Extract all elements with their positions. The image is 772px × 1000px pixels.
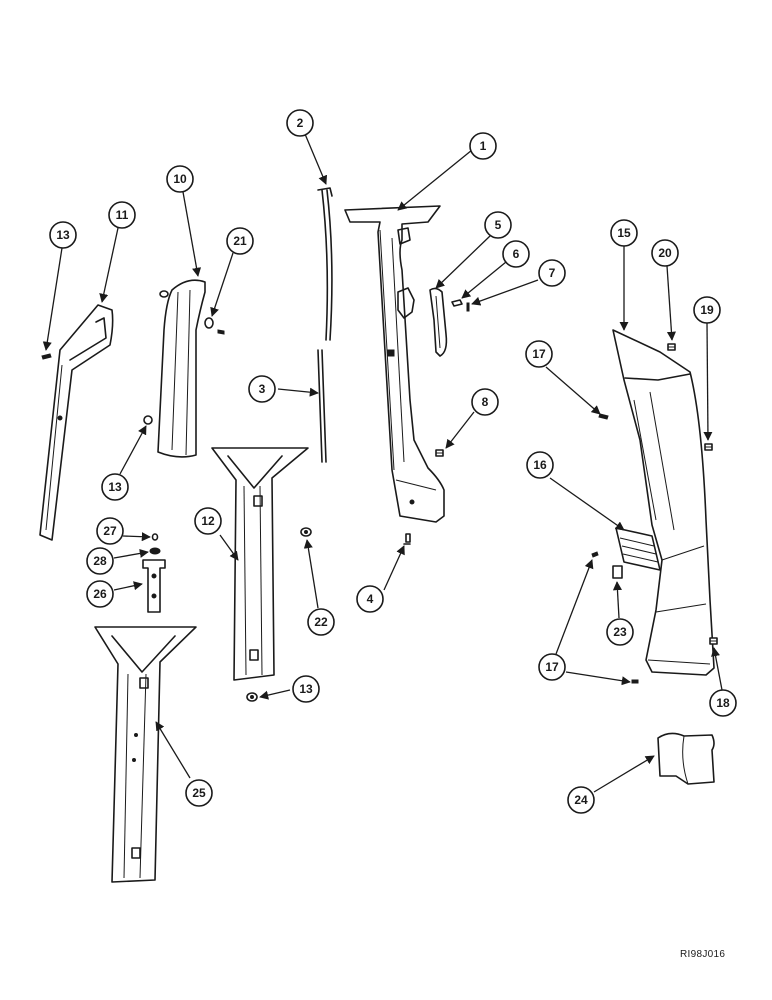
- svg-text:13: 13: [56, 228, 70, 242]
- part-6-screw: [451, 299, 463, 307]
- callout-23: 23: [606, 618, 634, 646]
- svg-text:20: 20: [658, 246, 672, 260]
- part-22-clip: [300, 527, 312, 537]
- part-24-foam-block: [657, 732, 715, 785]
- callout-27: 27: [96, 517, 124, 545]
- callout-13-a: 13: [49, 221, 77, 249]
- part-17-screw-lower: [591, 551, 639, 684]
- leader-lines: [42, 133, 723, 793]
- svg-text:24: 24: [574, 793, 588, 807]
- callout-28: 28: [86, 547, 114, 575]
- callout-21: 21: [226, 227, 254, 255]
- callout-10: 10: [166, 165, 194, 193]
- callout-8: 8: [471, 388, 499, 416]
- svg-text:7: 7: [549, 266, 556, 280]
- svg-text:12: 12: [201, 514, 215, 528]
- callout-17-a: 17: [525, 340, 553, 368]
- part-13-screw: [41, 353, 52, 360]
- svg-text:25: 25: [192, 786, 206, 800]
- callout-24: 24: [567, 786, 595, 814]
- callout-1: 1: [469, 132, 497, 160]
- svg-text:17: 17: [532, 347, 546, 361]
- part-12-pillar-trim: [211, 447, 309, 681]
- svg-text:27: 27: [103, 524, 117, 538]
- part-5-handle: [429, 287, 448, 357]
- callout-3: 3: [248, 375, 276, 403]
- svg-text:13: 13: [108, 480, 122, 494]
- svg-text:3: 3: [259, 382, 266, 396]
- callout-15: 15: [610, 219, 638, 247]
- svg-text:10: 10: [173, 172, 187, 186]
- part-8-clip: [435, 449, 444, 457]
- part-2-strip: [317, 187, 333, 341]
- svg-text:5: 5: [495, 218, 502, 232]
- part-21-clip: [204, 317, 225, 335]
- callout-17-b: 17: [538, 653, 566, 681]
- part-11-pillar-trim: [39, 304, 114, 541]
- svg-text:8: 8: [482, 395, 489, 409]
- svg-text:15: 15: [617, 226, 631, 240]
- svg-text:6: 6: [513, 247, 520, 261]
- callout-5: 5: [484, 211, 512, 239]
- part-3-strip: [317, 349, 327, 463]
- svg-text:18: 18: [716, 696, 730, 710]
- svg-text:16: 16: [533, 458, 547, 472]
- callout-7: 7: [538, 259, 566, 287]
- part-19-clip: [704, 443, 713, 451]
- svg-text:28: 28: [93, 554, 107, 568]
- callout-16: 16: [526, 451, 554, 479]
- part-20-clip: [667, 343, 676, 351]
- callout-2: 2: [286, 109, 314, 137]
- part-28-washer: [149, 547, 161, 555]
- callout-4: 4: [356, 585, 384, 613]
- svg-text:13: 13: [299, 682, 313, 696]
- part-25-pillar-trim: [94, 626, 197, 883]
- callout-13-c: 13: [292, 675, 320, 703]
- svg-text:4: 4: [367, 592, 374, 606]
- callout-19: 19: [693, 296, 721, 324]
- callout-13-b: 13: [101, 473, 129, 501]
- svg-text:1: 1: [480, 139, 487, 153]
- part-17-screw-upper: [598, 413, 609, 420]
- svg-text:19: 19: [700, 303, 714, 317]
- svg-text:11: 11: [116, 208, 129, 222]
- svg-text:21: 21: [233, 234, 247, 248]
- callout-20: 20: [651, 239, 679, 267]
- part-10-pillar-trim: [157, 279, 206, 458]
- callout-6: 6: [502, 240, 530, 268]
- svg-text:22: 22: [314, 615, 328, 629]
- svg-text:17: 17: [545, 660, 559, 674]
- part-15-pillar-trim: [612, 329, 715, 676]
- svg-text:2: 2: [297, 116, 304, 130]
- callout-11: 11: [108, 201, 136, 229]
- callout-18: 18: [709, 689, 737, 717]
- part-1-pillar-trim: [344, 205, 445, 523]
- part-18-clip: [709, 637, 718, 645]
- part-7-cap: [466, 302, 470, 312]
- svg-text:26: 26: [93, 587, 107, 601]
- part-4-clip: [403, 533, 411, 545]
- callout-12: 12: [194, 507, 222, 535]
- part-13-clip: [143, 415, 153, 425]
- callout-22: 22: [307, 608, 335, 636]
- part-26-bracket: [142, 559, 166, 613]
- svg-text:23: 23: [613, 625, 627, 639]
- part-27-nut: [151, 533, 159, 541]
- part-13-clip-lower: [246, 692, 258, 702]
- part-23-cap: [612, 565, 623, 579]
- callout-25: 25: [185, 779, 213, 807]
- part-16-grille: [615, 527, 661, 571]
- drawing-reference-code: RI98J016: [680, 949, 726, 960]
- callout-26: 26: [86, 580, 114, 608]
